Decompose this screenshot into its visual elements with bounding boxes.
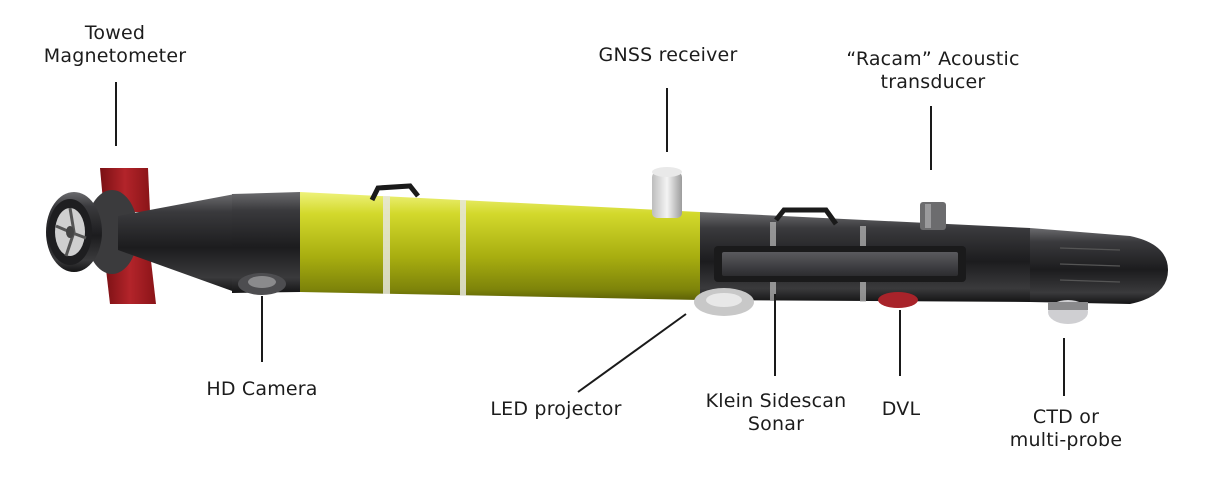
label-line: Magnetometer xyxy=(43,45,187,67)
label-line: DVL xyxy=(881,398,921,420)
leader-led-projector xyxy=(577,313,687,393)
label-dvl: DVL xyxy=(866,398,936,421)
nose-slots xyxy=(1059,247,1121,283)
label-gnss-receiver: GNSS receiver xyxy=(580,44,756,67)
aft-hull xyxy=(232,192,300,293)
nose-cone xyxy=(1030,228,1168,304)
label-line: CTD or xyxy=(1032,406,1100,428)
label-line: LED projector xyxy=(490,398,622,420)
gnss-mast xyxy=(652,167,682,218)
sidescan-sonar-array xyxy=(714,246,966,282)
label-line: GNSS receiver xyxy=(598,44,738,66)
label-hd-camera: HD Camera xyxy=(186,378,338,401)
label-towed-magnetometer: Towed Magnetometer xyxy=(40,22,190,68)
label-line: Towed xyxy=(84,22,146,44)
hd-camera-body xyxy=(238,273,286,295)
led-projector-body xyxy=(694,288,754,316)
label-line: transducer xyxy=(880,71,986,93)
label-ctd-multiprobe: CTD or multi-probe xyxy=(996,406,1136,452)
label-line: multi-probe xyxy=(1009,429,1123,451)
tail-cone xyxy=(118,194,235,292)
label-line: Sonar xyxy=(747,413,805,435)
propeller-shroud xyxy=(46,190,138,274)
band xyxy=(383,196,390,294)
ctd-probe-body xyxy=(1048,300,1088,324)
payload-section xyxy=(300,192,700,300)
carry-handle xyxy=(774,207,839,226)
label-klein-sidescan-sonar: Klein Sidescan Sonar xyxy=(686,390,866,436)
leader-lines xyxy=(115,82,1065,396)
dvl-body xyxy=(878,292,918,308)
band xyxy=(460,200,466,296)
label-racam-transducer: “Racam” Acoustic transducer xyxy=(822,48,1044,94)
label-line: Klein Sidescan xyxy=(705,390,847,412)
label-line: “Racam” Acoustic xyxy=(846,48,1020,70)
label-led-projector: LED projector xyxy=(468,398,644,421)
label-line: HD Camera xyxy=(206,378,318,400)
racam-transducer-body xyxy=(920,202,946,230)
carry-handle xyxy=(369,183,420,202)
